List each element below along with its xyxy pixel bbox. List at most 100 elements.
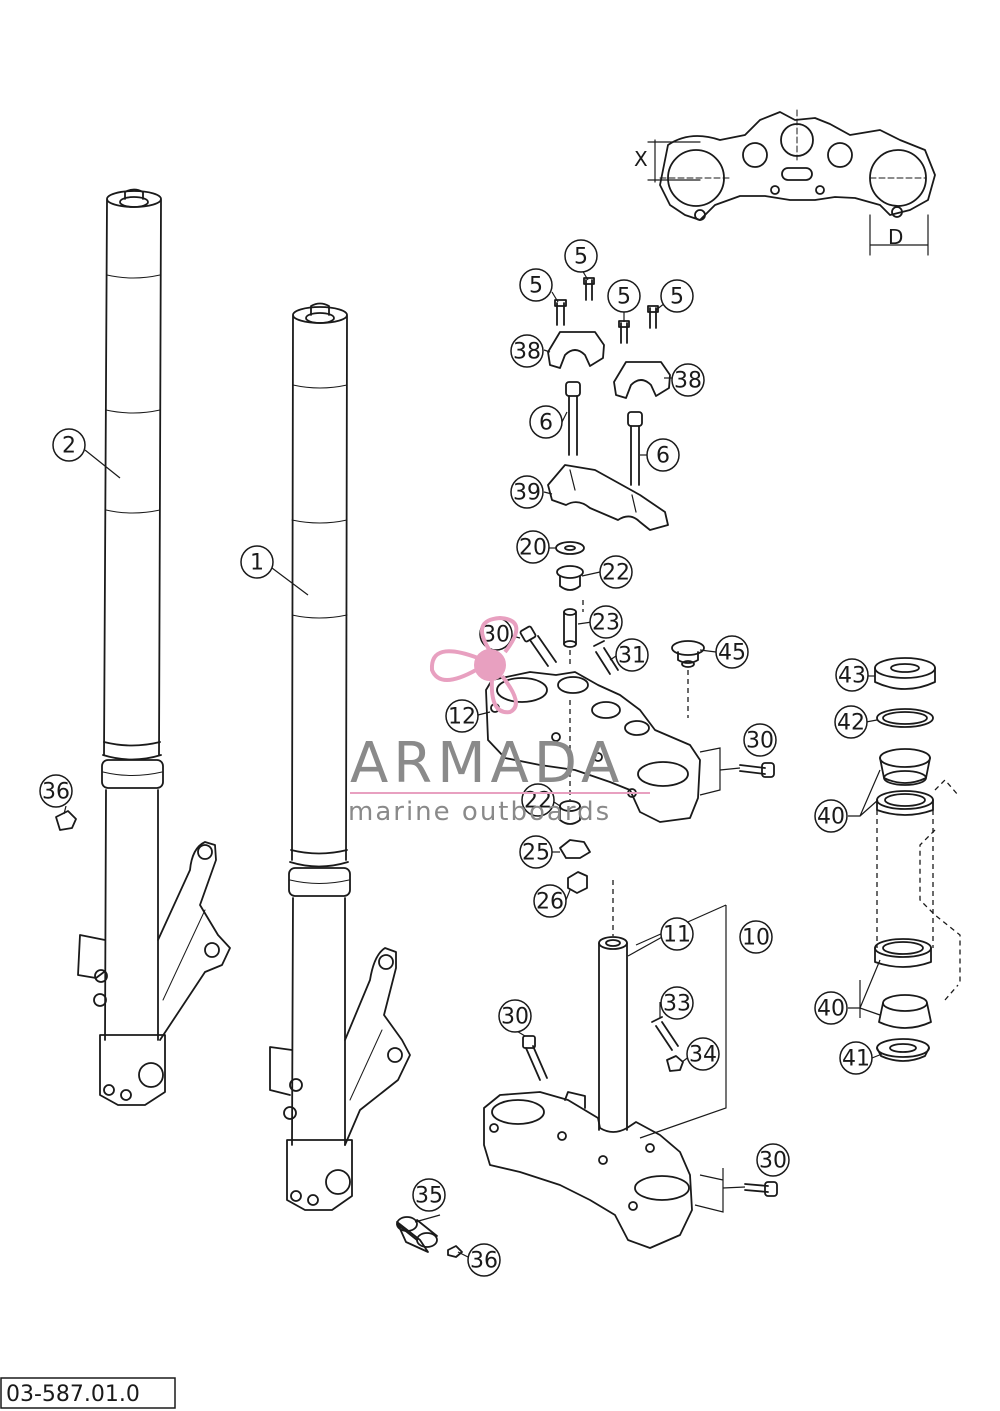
watermark: ARMADA marine outboards <box>348 615 650 827</box>
nut-34 <box>666 1055 684 1072</box>
dimension-x-label: X <box>634 147 648 171</box>
callout-45-circle <box>715 635 749 669</box>
handlebar-clamp-38-right <box>613 361 671 399</box>
callout-35: 35 <box>415 1184 443 1209</box>
cap-22-upper <box>556 565 584 591</box>
callout-5c-circle <box>607 279 641 313</box>
callout-38b: 38 <box>674 369 702 394</box>
callout-35-circle <box>412 1178 446 1212</box>
callout-36-bottom-circle <box>467 1243 501 1277</box>
callout-2-circle <box>52 428 86 462</box>
callout-25: 25 <box>522 841 550 866</box>
lower-triple-clamp-10 <box>483 1091 693 1249</box>
nut-26 <box>567 871 588 894</box>
callout-31-circle <box>615 638 649 672</box>
callout-11-circle <box>660 917 694 951</box>
callout-12: 12 <box>448 705 476 730</box>
callout-42-circle <box>834 705 868 739</box>
callout-20: 20 <box>519 536 547 561</box>
bushing-35 <box>396 1216 463 1258</box>
callout-33: 33 <box>663 992 691 1017</box>
nut-36-left <box>55 810 77 831</box>
watermark-tagline: marine outboards <box>348 797 611 827</box>
callout-34: 34 <box>689 1043 717 1068</box>
callout-30d-circle <box>756 1143 790 1177</box>
bolt-30-right-upper <box>739 762 775 778</box>
document-number: 03-587.01.0 <box>6 1382 140 1407</box>
bolt-30-lower-right <box>744 1181 778 1197</box>
callout-38b-circle <box>671 363 705 397</box>
callout-6a: 6 <box>539 411 553 436</box>
callout-2: 2 <box>62 434 76 459</box>
callout-12-circle <box>445 699 479 733</box>
callout-26-circle <box>533 884 567 918</box>
callout-5d: 5 <box>670 285 684 310</box>
bolt-6-left <box>565 381 581 456</box>
callout-39-circle <box>510 475 544 509</box>
callout-45: 45 <box>718 641 746 666</box>
bolt-33 <box>651 1016 679 1051</box>
callout-41: 41 <box>842 1047 870 1072</box>
callout-6a-circle <box>529 405 563 439</box>
callout-11: 11 <box>663 923 691 948</box>
callout-1-circle <box>240 545 274 579</box>
fork-leg-2 <box>77 188 231 1106</box>
callout-5a: 5 <box>574 245 588 270</box>
bolt-30-upper <box>519 625 557 667</box>
document-number-box <box>0 1377 176 1409</box>
callout-40a: 40 <box>817 805 845 830</box>
callout-38a-circle <box>510 334 544 368</box>
callout-10-circle <box>739 920 773 954</box>
bearing-cup-40-lower <box>874 938 932 968</box>
propeller-logo-icon <box>429 615 519 715</box>
bolts-5 <box>554 277 659 344</box>
callout-30c-circle <box>498 999 532 1033</box>
bearing-40-lower <box>878 994 932 1029</box>
callout-40b: 40 <box>817 997 845 1022</box>
callout-25-circle <box>519 835 553 869</box>
bolt-6-right <box>627 411 643 486</box>
callout-5b: 5 <box>529 274 543 299</box>
callout-34-circle <box>686 1037 720 1071</box>
callout-5c: 5 <box>617 285 631 310</box>
bearing-cup-40-upper <box>876 790 934 816</box>
callout-40b-circle <box>814 991 848 1025</box>
seal-41 <box>876 1038 930 1062</box>
callout-30d: 30 <box>759 1149 787 1174</box>
callout-5b-circle <box>519 268 553 302</box>
watermark-brand: ARMADA <box>350 731 624 796</box>
callout-5d-circle <box>660 279 694 313</box>
callout-39: 39 <box>513 481 541 506</box>
callout-42: 42 <box>837 711 865 736</box>
callout-36-bottom: 36 <box>470 1249 498 1274</box>
seal-ring-42 <box>876 708 934 728</box>
clamp-base-39 <box>547 464 669 531</box>
bearing-40-upper <box>879 748 931 786</box>
callout-6b: 6 <box>656 444 670 469</box>
callout-36-left: 36 <box>42 780 70 805</box>
callout-23-circle <box>589 605 623 639</box>
callout-6b-circle <box>646 438 680 472</box>
callout-38a: 38 <box>513 340 541 365</box>
steering-nut-45 <box>671 640 705 668</box>
washer-20 <box>555 541 585 555</box>
callout-36-left-circle <box>39 774 73 808</box>
fork-leg-1 <box>269 302 411 1211</box>
callout-40a-circle <box>814 799 848 833</box>
callout-41-circle <box>839 1041 873 1075</box>
callout-26: 26 <box>536 890 564 915</box>
callout-31: 31 <box>618 644 646 669</box>
callout-10: 10 <box>742 926 770 951</box>
steering-stem-11 <box>598 936 628 1131</box>
bolt-30-lower <box>522 1035 548 1081</box>
callout-20-circle <box>516 530 550 564</box>
callout-1: 1 <box>250 551 264 576</box>
callout-30c: 30 <box>501 1005 529 1030</box>
dimension-d-label: D <box>888 225 903 249</box>
callout-43: 43 <box>838 664 866 689</box>
callout-22a-circle <box>599 555 633 589</box>
pin-23 <box>563 608 577 648</box>
callout-5a-circle <box>564 239 598 273</box>
handlebar-clamp-38-left <box>547 331 605 369</box>
